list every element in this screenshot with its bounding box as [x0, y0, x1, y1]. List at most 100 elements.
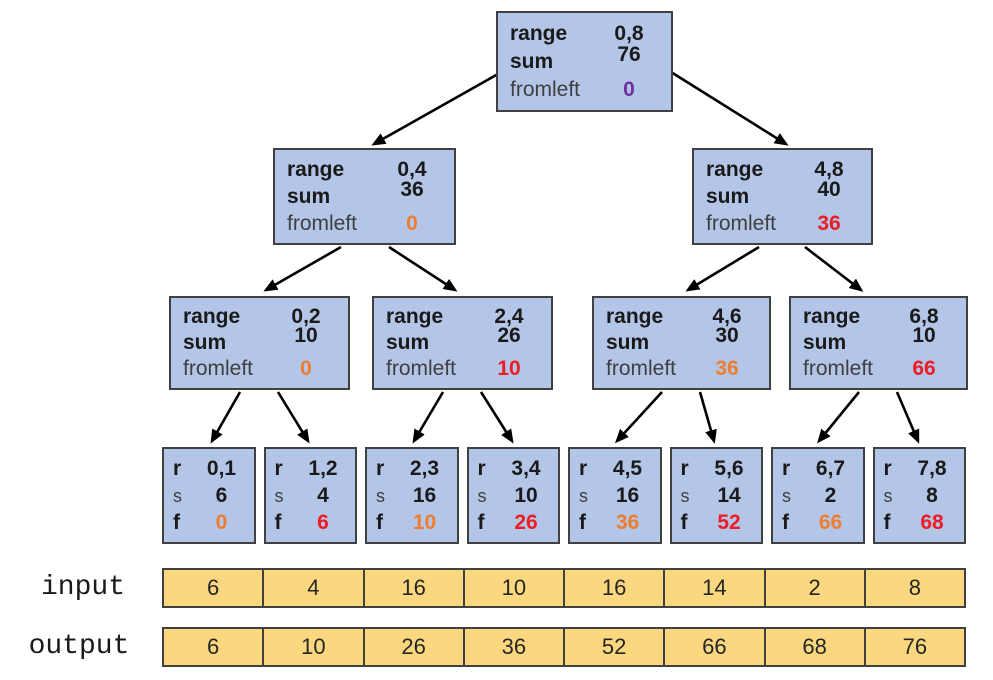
fromleft-value: 36 [817, 211, 841, 235]
sum-row: sum 76 [510, 43, 657, 73]
range-label: r [173, 456, 182, 480]
sum-label: sum [183, 331, 227, 355]
range-label: range [287, 157, 345, 181]
output-cell: 6 [164, 629, 265, 665]
range-label: range [803, 305, 861, 329]
sum-label: sum [803, 331, 847, 355]
fromleft-value: 0 [215, 510, 228, 534]
sum-label: s [477, 485, 487, 506]
input-cell: 8 [908, 575, 921, 600]
sum-value: 10 [912, 324, 936, 348]
range-row: range 6,8 [803, 305, 952, 328]
sum-label: sum [706, 184, 750, 208]
tree-node-4-6: range 4,6 sum 30 fromleft 36 [592, 296, 771, 390]
range-row: r 0,1 [173, 457, 248, 480]
range-label: range [183, 305, 241, 329]
sum-row: sum 10 [803, 324, 952, 355]
fromleft-label: f [680, 510, 688, 534]
range-value: 0,2 [291, 305, 321, 329]
range-value: 4,8 [814, 157, 844, 181]
fromleft-row: f 52 [681, 511, 756, 534]
range-value: 5,6 [714, 456, 744, 480]
fromleft-row: f 0 [173, 511, 248, 534]
edge-arrow [412, 391, 445, 444]
input-cell: 10 [465, 570, 565, 606]
edge-arrow [371, 72, 499, 146]
sum-label: sum [606, 331, 650, 355]
sum-value: 30 [715, 324, 739, 348]
edge-arrow [479, 391, 514, 444]
range-value: 6,8 [909, 305, 939, 329]
sum-label: s [883, 485, 893, 506]
range-row: range 0,4 [287, 158, 440, 181]
edge-arrow [614, 391, 663, 444]
range-value: 7,8 [917, 456, 947, 480]
fromleft-label: f [883, 510, 891, 534]
input-array-label: input [40, 572, 125, 603]
range-label: range [386, 305, 444, 329]
fromleft-value: 10 [497, 357, 521, 381]
sum-value: 10 [294, 324, 318, 348]
edge-arrow [804, 245, 864, 292]
range-value: 0,4 [397, 157, 427, 181]
leaf-node-2-3: r 2,3 s 16 f 10 [365, 447, 459, 544]
sum-label: s [579, 485, 588, 506]
fromleft-value: 0 [300, 357, 312, 381]
range-row: range 4,6 [606, 305, 755, 328]
edge-arrow [670, 70, 789, 146]
range-row: range 4,8 [706, 158, 857, 181]
output-cell: 36 [465, 629, 565, 665]
fromleft-value: 0 [406, 211, 418, 235]
range-row: range 0,8 [510, 22, 657, 45]
range-row: r 1,2 [275, 457, 350, 480]
sum-row: sum 26 [386, 324, 537, 354]
range-row: r 7,8 [884, 457, 959, 480]
sum-value: 14 [717, 483, 741, 507]
fromleft-label: fromleft [706, 211, 777, 235]
range-label: r [680, 456, 689, 480]
sum-row: sum 40 [706, 178, 857, 208]
fromleft-value: 66 [818, 510, 843, 534]
sum-label: sum [287, 184, 331, 208]
range-value: 1,2 [308, 456, 338, 480]
fromleft-value: 68 [920, 510, 944, 534]
sum-row: s 6 [173, 484, 248, 507]
sum-value: 40 [817, 177, 841, 201]
fromleft-row: f 6 [275, 511, 350, 534]
range-label: range [510, 21, 568, 45]
input-cell: 16 [565, 570, 666, 606]
edge-arrow [817, 391, 861, 444]
range-value: 0,8 [614, 21, 644, 45]
leaf-node-row: r 0,1 s 6 f 0 r 1,2 s 4 f 6 [162, 447, 966, 544]
fromleft-row: f 66 [782, 511, 857, 534]
range-value: 2,3 [409, 456, 440, 480]
leaf-node-7-8: r 7,8 s 8 f 68 [872, 447, 966, 544]
output-array-label: output [28, 631, 130, 662]
edge-arrow [685, 245, 760, 292]
sum-row: sum 30 [606, 324, 755, 355]
fromleft-row: fromleft 66 [803, 357, 952, 380]
sum-value: 2 [824, 483, 837, 507]
range-value: 0,1 [206, 456, 237, 480]
fromleft-label: f [477, 510, 485, 534]
sum-value: 10 [514, 483, 538, 507]
edge-arrow [895, 391, 920, 444]
tree-node-0-4: range 0,4 sum 36 fromleft 0 [273, 148, 456, 245]
sum-label: s [376, 485, 385, 506]
sum-label: s [680, 485, 690, 506]
sum-value: 6 [215, 483, 228, 507]
fromleft-label: f [782, 510, 789, 534]
sum-row: s 8 [884, 484, 959, 507]
fromleft-value: 10 [412, 510, 437, 534]
range-value: 6,7 [815, 456, 846, 480]
sum-row: s 4 [275, 484, 350, 507]
sum-row: s 2 [782, 484, 857, 507]
tree-node-root-0-8: range 0,8 sum 76 fromleft 0 [496, 11, 673, 112]
fromleft-row: f 36 [579, 511, 654, 534]
output-cell: 10 [264, 629, 365, 665]
fromleft-label: f [274, 510, 282, 534]
sum-value: 26 [497, 324, 521, 348]
output-array-row: 6 10 26 36 52 66 68 76 [162, 627, 966, 667]
leaf-node-5-6: r 5,6 s 14 f 52 [669, 447, 763, 544]
range-label: r [274, 456, 283, 480]
